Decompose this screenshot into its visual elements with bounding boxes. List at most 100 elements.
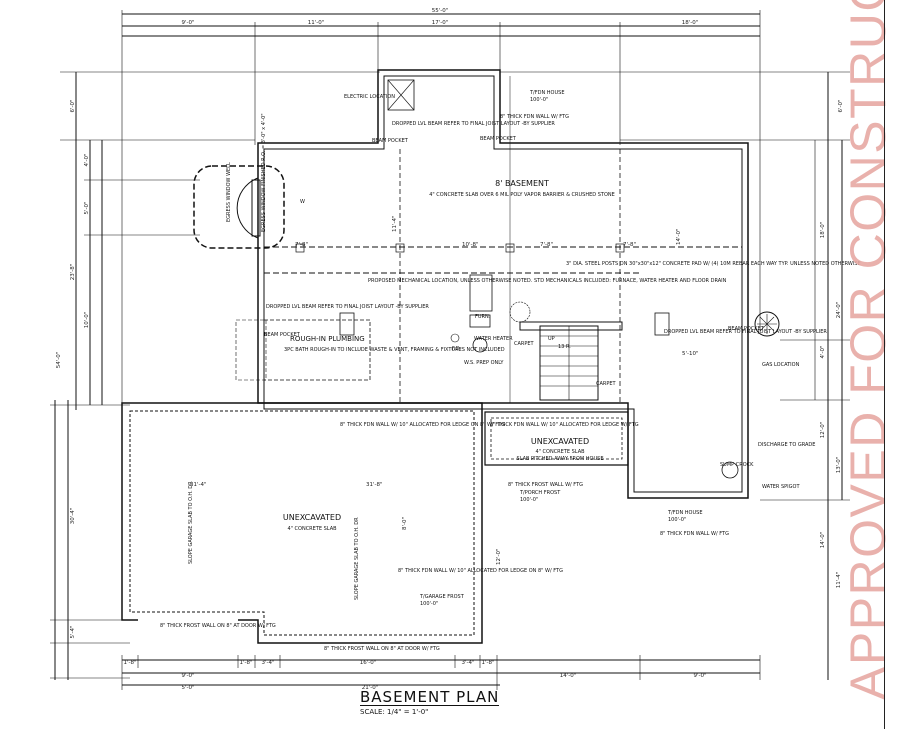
- dim-int-1: 7'-8": [295, 242, 308, 248]
- dim-int-7: 31'-8": [366, 482, 383, 488]
- dim-right-3: 24'-0": [836, 302, 842, 319]
- water-heater-label: WATER HEATER: [474, 336, 513, 342]
- unexcavated-right-note: 4" CONCRETE SLAB: [535, 449, 585, 455]
- dim-bottom-9: 9'-0": [693, 673, 706, 679]
- garage-frost-wall: [121, 402, 483, 644]
- tfdn-house-low: T/FDN HOUSE: [667, 510, 702, 516]
- plan-scale: SCALE: 1/4" = 1'-0": [360, 708, 429, 716]
- thick-frost-wall-bottom: 8" THICK FROST WALL ON 8" AT DOOR W/ FTG: [324, 646, 440, 652]
- thick-fdn-wall-mid: 8" THICK FDN WALL W/ 10" ALLOCATED FOR L…: [490, 422, 639, 428]
- dim-right-7: 14'-0": [820, 532, 826, 549]
- dim-int-10: 12'-0": [496, 548, 502, 565]
- fd-label: F.D.: [452, 346, 462, 352]
- dim-bottom-1: 1'-8": [123, 660, 136, 666]
- beam-pocket-left: BEAM POCKET: [264, 332, 301, 338]
- gas-vent-symbol: [754, 311, 780, 337]
- roughin-note: 3PC BATH ROUGH-IN TO INCLUDE WASTE & VEN…: [284, 347, 505, 353]
- thick-fdn-wall-left: 8" THICK FDN WALL W/ 10" ALLOCATED FOR L…: [340, 422, 505, 428]
- basement-title: 8' BASEMENT: [495, 179, 549, 188]
- thick-fdn-wall-top: 8" THICK FDN WALL W/ FTG: [500, 114, 569, 120]
- dim-int-11: 14'-0": [676, 228, 682, 245]
- unexcavated-left-title: UNEXCAVATED: [283, 513, 341, 522]
- stairs-up-label: UP: [548, 336, 555, 342]
- thick-fdn-wall-low: 8" THICK FDN WALL W/ FTG: [660, 531, 729, 537]
- tfdn-house-low-val: 100'-0": [668, 517, 686, 523]
- steel-posts-note: 3" DIA. STEEL POSTS ON 30"x30"x12" CONCR…: [566, 261, 861, 267]
- furnace: [469, 314, 491, 328]
- dim-bottom-7: 1'-8": [481, 660, 494, 666]
- electric-panel: [387, 79, 415, 111]
- egress-note: EGRESS WINDOW FINISHED R.O. = 3'-0" x 4'…: [261, 113, 267, 232]
- dim-bottom-total-left: 5'-0": [181, 685, 194, 691]
- dropped-beam-left-note: DROPPED LVL BEAM REFER TO FINAL JOIST LA…: [266, 304, 429, 310]
- roughin-title: ROUGH-IN PLUMBING: [290, 335, 365, 343]
- dim-left-4: 23'-8": [70, 264, 76, 281]
- basement-note: 4" CONCRETE SLAB OVER 6 MIL POLY VAPOR B…: [429, 192, 615, 198]
- ws-prep-label: W.S. PREP ONLY: [464, 360, 504, 366]
- tfdn-house-top: T/FDN HOUSE: [529, 90, 564, 96]
- beam-pocket-right: BEAM POCKET: [728, 326, 765, 332]
- dim-left-6: 10'-0": [84, 312, 90, 329]
- window-tag: W: [300, 199, 305, 205]
- dim-left-8: 5'-4": [70, 625, 76, 638]
- beam-pocket-top: BEAM POCKET: [372, 138, 409, 144]
- tporch-frost: T/PORCH FROST: [519, 490, 561, 496]
- tfdn-house-top-val: 100'-0": [530, 97, 548, 103]
- water-heater: [472, 337, 488, 353]
- dim-left-7: 30'-4": [70, 508, 76, 525]
- carpet-label-2: CARPET: [596, 381, 617, 387]
- dim-left-5: 54'-0": [56, 352, 62, 369]
- unexcavated-right-note2: SLAB PITCHED AWAY FROM HOUSE: [517, 456, 604, 462]
- dim-int-8: 5'-10": [682, 351, 699, 357]
- main-foundation-wall: [257, 69, 749, 499]
- dim-top-1: 9'-0": [181, 20, 194, 26]
- water-spigot: WATER SPIGOT: [762, 484, 800, 490]
- discharge-note: DISCHARGE TO GRADE: [758, 442, 815, 448]
- dim-bottom-5: 16'-0": [360, 660, 377, 666]
- dim-bottom-8: 14'-0": [560, 673, 577, 679]
- unexcavated-left-note: 4" CONCRETE SLAB: [287, 526, 337, 532]
- roughin-area: [263, 319, 371, 381]
- egress-window-label: EGRESS WINDOW WELL: [226, 162, 232, 222]
- dim-right-5: 12'-0": [820, 422, 826, 439]
- carpet-label-1: CARPET: [514, 341, 535, 347]
- dim-right-6: 13'-0": [836, 457, 842, 474]
- sump-crock: [721, 461, 739, 479]
- dim-int-5: 11'-4": [392, 215, 398, 232]
- mechanical-note: PROPOSED MECHANICAL LOCATION, UNLESS OTH…: [368, 278, 727, 284]
- dim-bottom-4: 3'-4": [261, 660, 274, 666]
- dim-top-2: 11'-0": [308, 20, 325, 26]
- beam-pocket-right-top: BEAM POCKET: [480, 136, 517, 142]
- dim-top-3: 17'-0": [432, 20, 449, 26]
- dim-right-1: 6'-0": [838, 99, 844, 112]
- dim-bottom-total-mid: 21'-0": [362, 685, 379, 691]
- dim-left-1: 6'-0": [70, 99, 76, 112]
- slope-garage-1: SLOPE GARAGE SLAB TO O.H. DR: [188, 481, 194, 564]
- tgarage-frost: T/GARAGE FROST: [419, 594, 465, 600]
- stairs-risers: 13 R.: [558, 344, 571, 350]
- thick-frost-wall-mid: 8" THICK FROST WALL W/ FTG: [508, 482, 583, 488]
- dim-bottom-6: 3'-4": [461, 660, 474, 666]
- dim-bottom-3: 1'-8": [239, 660, 252, 666]
- sump-label: SUMP CROCK: [720, 462, 754, 468]
- porch-frost-wall: [484, 411, 629, 466]
- dim-right-8: 11'-4": [836, 572, 842, 589]
- dim-right-4: 4'-0": [820, 345, 826, 358]
- furn-label: FURN.: [475, 314, 491, 320]
- dim-int-3: 7'-8": [540, 242, 553, 248]
- tporch-frost-val: 100'-0": [520, 497, 538, 503]
- thick-frost-wall-left: 8" THICK FROST WALL ON 8" AT DOOR W/ FTG: [160, 623, 276, 629]
- dim-right-2: 18'-0": [820, 222, 826, 239]
- plan-title: BASEMENT PLAN: [360, 688, 500, 706]
- dropped-beam-top-note: DROPPED LVL BEAM REFER TO FINAL JOIST LA…: [392, 121, 555, 127]
- dim-int-6: 31'-4": [190, 482, 207, 488]
- dim-top-overall: 55'-0": [432, 8, 449, 14]
- dim-left-3: 5'-0": [84, 201, 90, 214]
- title-block-edge: [884, 0, 900, 729]
- tgarage-frost-val: 100'-0": [420, 601, 438, 607]
- electric-note: ELECTRIC LOCATION: [344, 94, 395, 100]
- dim-int-2: 10'-8": [462, 242, 479, 248]
- dim-top-4: 18'-0": [682, 20, 699, 26]
- egress-window-well: [193, 165, 285, 249]
